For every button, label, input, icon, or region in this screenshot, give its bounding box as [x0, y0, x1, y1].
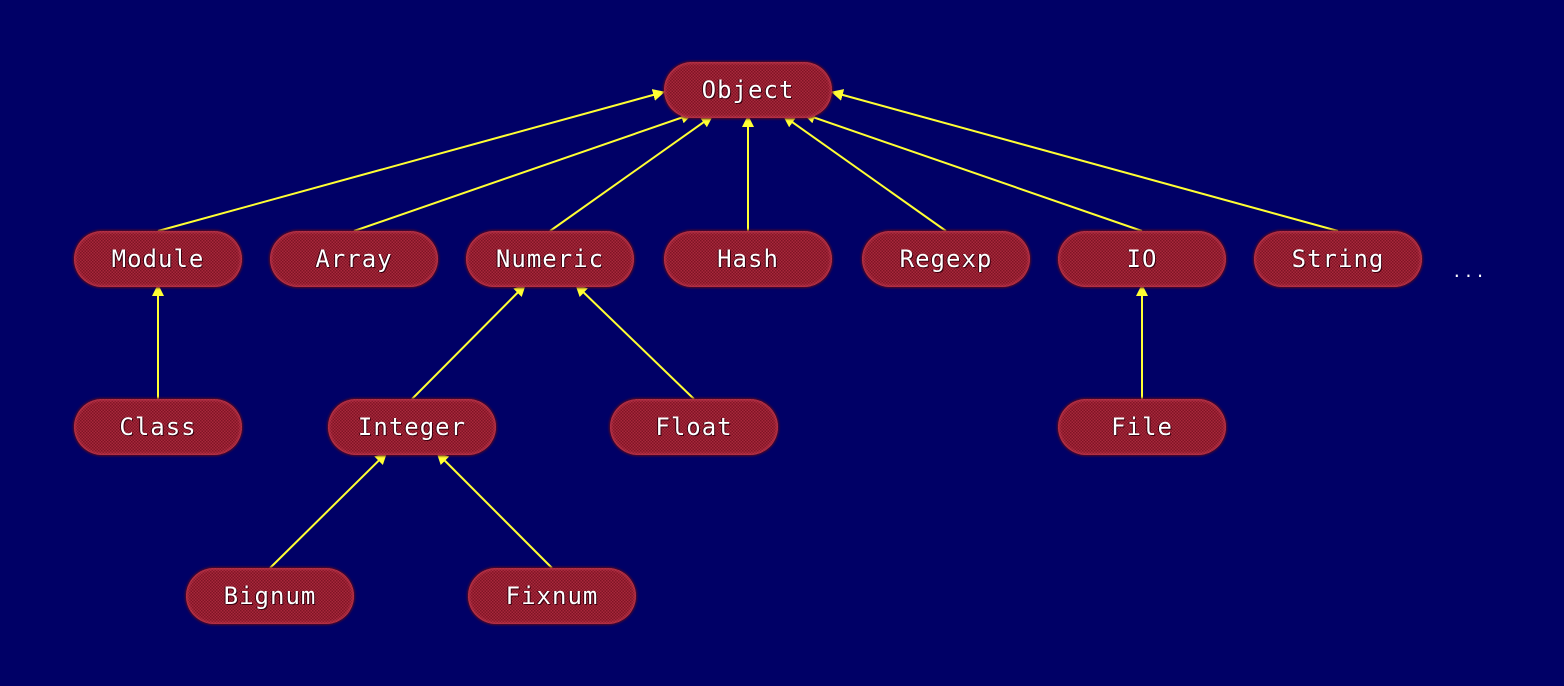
node-class: Class: [74, 399, 242, 455]
edge-regexp-to-object: [782, 115, 947, 232]
edge-string-to-object: [831, 89, 1339, 232]
node-object: Object: [664, 62, 832, 118]
node-bignum: Bignum: [186, 568, 354, 624]
node-fixnum: Fixnum: [468, 568, 636, 624]
node-float: Float: [610, 399, 778, 455]
edge-module-to-object: [157, 89, 665, 232]
node-string: String: [1254, 231, 1422, 287]
node-integer: Integer: [328, 399, 496, 455]
more-classes-ellipsis: ...: [1452, 262, 1487, 281]
edge-float-to-numeric: [575, 284, 695, 400]
node-hash: Hash: [664, 231, 832, 287]
edge-fixnum-to-integer: [436, 452, 553, 569]
edge-bignum-to-integer: [269, 452, 388, 569]
node-file: File: [1058, 399, 1226, 455]
node-module: Module: [74, 231, 242, 287]
node-array: Array: [270, 231, 438, 287]
node-regexp: Regexp: [862, 231, 1030, 287]
node-io: IO: [1058, 231, 1226, 287]
edge-io-to-object: [803, 111, 1143, 232]
edge-integer-to-numeric: [411, 284, 526, 400]
edge-array-to-object: [353, 111, 693, 232]
node-numeric: Numeric: [466, 231, 634, 287]
edge-numeric-to-object: [549, 115, 714, 232]
